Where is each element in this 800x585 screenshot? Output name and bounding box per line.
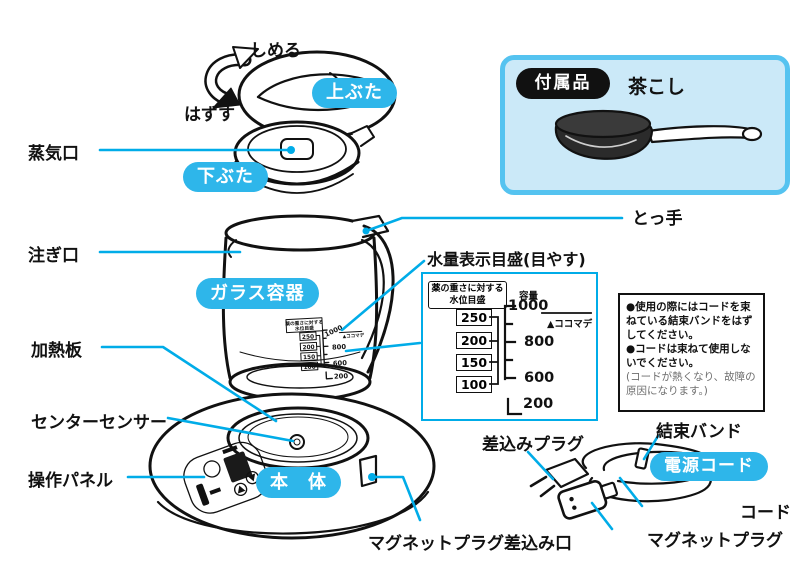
svg-text:1000: 1000 (323, 323, 344, 338)
capacity-800: 800 (524, 334, 555, 350)
base-unit-art (148, 392, 436, 540)
capacity-label: 容量 (519, 291, 539, 302)
control-panel-label: 操作パネル (28, 471, 113, 491)
svg-text:250: 250 (302, 334, 315, 341)
svg-text:水位目盛: 水位目盛 (294, 324, 314, 332)
svg-text:150: 150 (303, 355, 316, 362)
svg-text:100: 100 (303, 365, 316, 372)
glass-container-pill: ガラス容器 (196, 278, 319, 309)
weight-100: 100 (456, 376, 492, 393)
svg-text:200: 200 (334, 372, 349, 381)
water-scale-label: 水量表示目盛(目やす) (427, 250, 586, 269)
center-sensor-label: センターセンサー (31, 413, 167, 433)
marker-kokomade: ▲ココマデ (547, 319, 593, 330)
magnet-plug-socket-label: マグネットプラグ差込み口 (368, 534, 572, 554)
scale-header: 薬の重さに対する 水位目盛 (428, 281, 507, 309)
scale-brackets (489, 304, 592, 416)
close-label: しめる (250, 41, 301, 61)
main-body-pill: 本 体 (256, 467, 341, 498)
cord-caution-note: ●使用の際にはコードを束ねている結束バンドをはずしてください。 ●コードは束ねて… (618, 293, 765, 412)
remove-label: はずす (184, 105, 235, 125)
cable-tie-art (634, 447, 650, 470)
center-sensor-art (289, 434, 305, 450)
weight-150: 150 (456, 354, 492, 371)
insert-plug-label: 差込みプラグ (482, 435, 584, 455)
steam-vent-dot (287, 146, 295, 154)
glass-printed-scale: 薬の重さに対する 水位目盛 250 200 150 100 1000 ▲ココマデ… (285, 317, 365, 381)
note-line-3: (コードが熱くなり、故障の原因になります。) (626, 371, 756, 398)
upper-lid-pill: 上ぶた (312, 78, 397, 108)
magnet-plug-art (557, 480, 619, 520)
lower-lid-pill: 下ぶた (183, 162, 268, 192)
steam-vent-label: 蒸気口 (28, 144, 79, 164)
tea-strainer-label: 茶こし (628, 76, 686, 98)
magnet-socket-art (358, 454, 378, 488)
cord-label: コード (740, 503, 791, 523)
note-line-2: ●コードは束ねて使用しないでください。 (626, 343, 751, 370)
cable-tie-label: 結束バンド (656, 422, 742, 442)
capacity-600: 600 (524, 370, 555, 386)
svg-text:800: 800 (332, 343, 347, 352)
weight-250: 250 (456, 309, 492, 326)
weight-200: 200 (456, 332, 492, 349)
accessory-badge: 付属品 (516, 68, 610, 99)
svg-text:薬の重さに対する: 薬の重さに対する (285, 319, 323, 328)
handle-label: とっ手 (632, 209, 683, 229)
svg-text:600: 600 (333, 359, 348, 368)
power-cord-pill: 電源コード (650, 452, 768, 481)
spout-label: 注ぎ口 (28, 246, 79, 266)
heating-plate-label: 加熱板 (31, 341, 82, 361)
svg-text:200: 200 (302, 345, 315, 352)
water-scale-box: 薬の重さに対する 水位目盛 容量 1000 ▲ココマデ 800 600 200 … (421, 272, 598, 421)
svg-text:▲ココマデ: ▲ココマデ (343, 332, 365, 340)
magnet-plug-label: マグネットプラグ (647, 531, 783, 551)
note-line-1: ●使用の際にはコードを束ねている結束バンドをはずしてください。 (626, 301, 753, 342)
capacity-1000: 1000 (508, 298, 549, 314)
bottom-200: 200 (523, 396, 554, 412)
